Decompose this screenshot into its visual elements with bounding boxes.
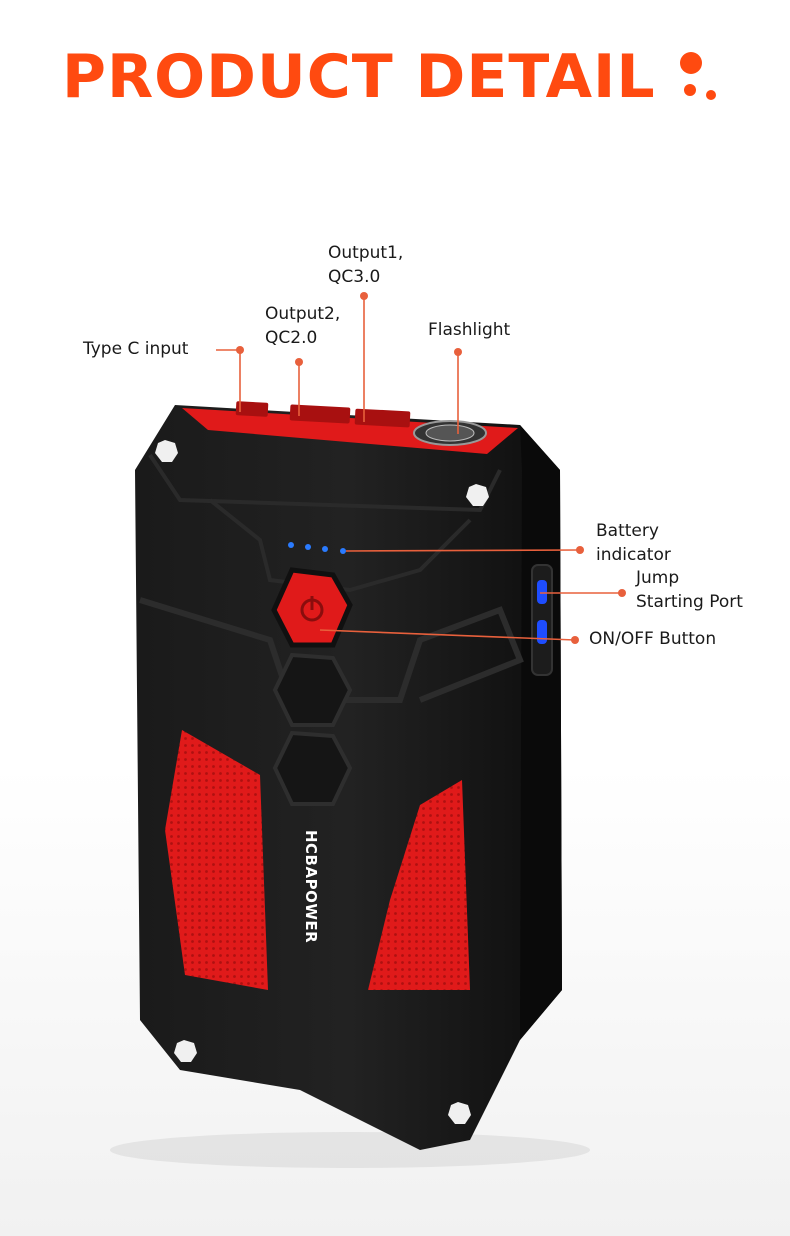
callout-output2: Output2,QC2.0 [265, 304, 341, 348]
callout-on-off-button: ON/OFF Button [589, 629, 717, 649]
page-title: PRODUCT DETAIL [62, 42, 656, 112]
callout-type-c-input: Type C input [83, 339, 189, 359]
screw-icon [448, 1102, 471, 1124]
screw-icon [155, 440, 178, 462]
brand-logo: HCBAPOWER [302, 830, 320, 943]
left-red-panel [165, 730, 268, 990]
screw-icon [466, 484, 489, 506]
decorative-dots-icon [676, 52, 726, 102]
callout-flashlight: Flashlight [428, 320, 511, 340]
callout-output1: Output1,QC3.0 [328, 243, 404, 287]
battery-led [322, 546, 328, 552]
right-red-panel [368, 780, 470, 990]
screw-icon [174, 1040, 197, 1062]
battery-led [340, 548, 346, 554]
battery-led [305, 544, 311, 550]
battery-led [288, 542, 294, 548]
